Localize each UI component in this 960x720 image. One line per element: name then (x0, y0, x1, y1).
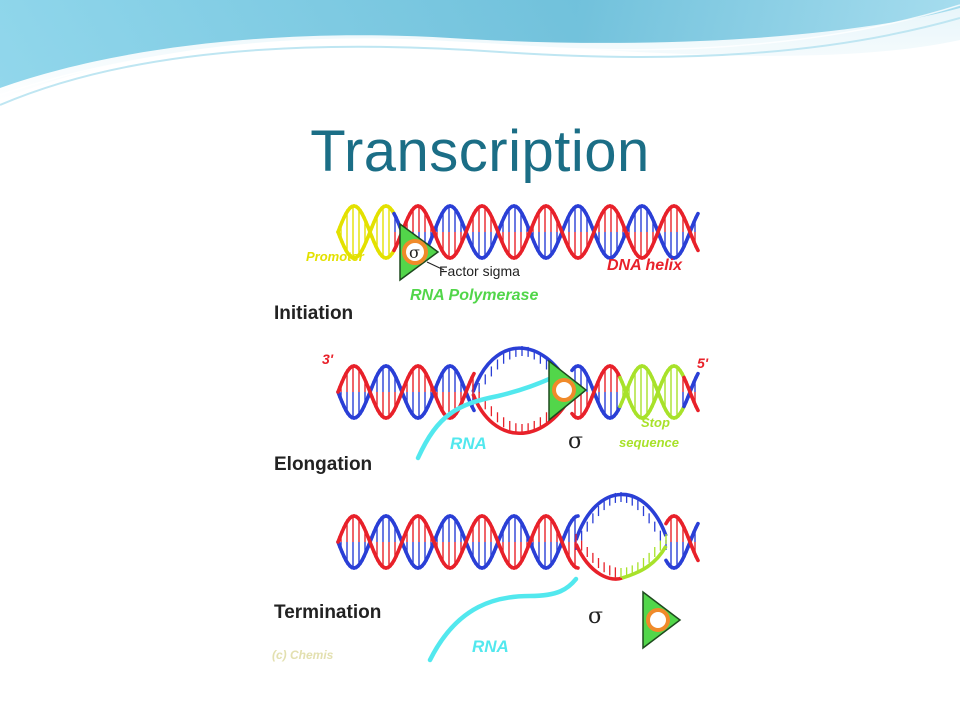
header-wave-main (0, 0, 960, 88)
dna-helix-termination (336, 514, 700, 570)
label-dna-helix: DNA helix (607, 257, 683, 274)
stage-termination: Termination (274, 602, 381, 623)
dna-strand-b (470, 371, 476, 380)
rna-transcript-released (427, 576, 579, 663)
label-rna-elongation: RNA (450, 434, 487, 453)
label-rna-polymerase: RNA Polymerase (410, 287, 538, 304)
polymerase-core-circle (552, 378, 576, 402)
label-promoter: Promoter (306, 249, 365, 264)
sigma-symbol-initiation: σ (409, 243, 420, 262)
pointer-factor-sigma (426, 261, 445, 271)
stage-elongation: Elongation (274, 454, 372, 475)
slide-title: Transcription (310, 119, 650, 184)
label-factor-sigma: Factor sigma (439, 263, 520, 279)
label-stop: Stop (641, 415, 670, 430)
polymerase-released-circle (646, 608, 670, 632)
dna-strand-a (694, 371, 700, 380)
dna-helix-initiation (336, 204, 700, 260)
sigma-symbol-elongation: σ (568, 429, 583, 454)
dna-helices (336, 204, 700, 570)
dna-strand-b (694, 554, 700, 563)
sigma-factor-circle (402, 239, 428, 265)
transcription-diagram-svg: .lbl { font-family:"Liberation Sans", sa… (272, 204, 709, 663)
dna-strand-a (694, 521, 700, 530)
dna-strand-b (694, 404, 700, 413)
dna-strand-a (694, 211, 700, 220)
dna-helix-elongation (336, 364, 700, 420)
header-wave-line (0, 4, 960, 96)
rna-transcript-elongation (415, 373, 559, 461)
dna-strand-b (694, 244, 700, 253)
term-bottom-red (574, 543, 623, 581)
label-5-prime: 5' (697, 355, 709, 371)
label-3-prime: 3' (322, 351, 334, 367)
label-rna-termination: RNA (472, 637, 509, 656)
dna-strand-a (470, 404, 476, 413)
stage-initiation: Initiation (274, 303, 353, 324)
label-sequence: sequence (619, 435, 679, 450)
header-wave-highlight (0, 17, 960, 106)
sigma-symbol-termination: σ (588, 604, 603, 629)
diagram-overlays: σ (399, 222, 682, 663)
transcription-diagram: .lbl { font-family:"Liberation Sans", sa… (258, 184, 718, 666)
copyright-text: (c) Chemis (272, 648, 334, 662)
